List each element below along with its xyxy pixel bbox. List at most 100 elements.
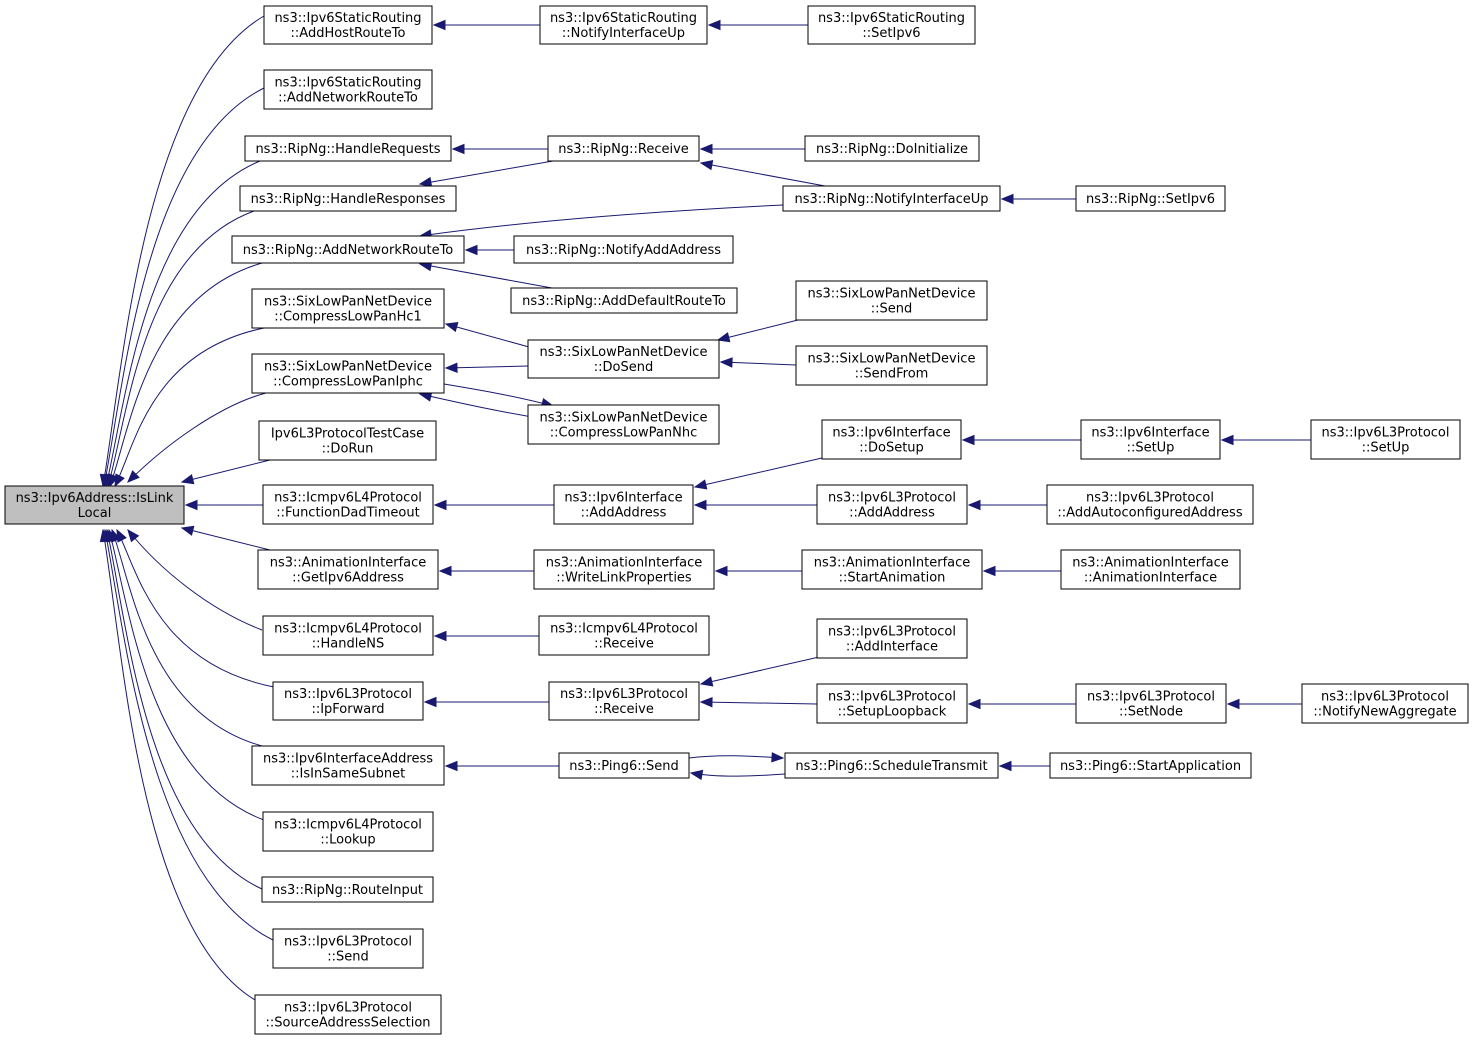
edge-ping_send-to-ping_sched-arrowhead	[771, 752, 785, 763]
node-icmp-recv[interactable]: ns3::Icmpv6L4Protocol::Receive	[538, 615, 710, 656]
node-slp-send[interactable]: ns3::SixLowPanNetDevice::Send	[795, 280, 988, 321]
edge-sr_setipv6-to-sr_notifyup-arrowhead	[707, 19, 721, 31]
node-l3-recv[interactable]: ns3::Ipv6L3Protocol::Receive	[548, 681, 700, 721]
node-label: ::HandleNS	[312, 637, 385, 652]
node-anim-getip[interactable]: ns3::AnimationInterface::GetIpv6Address	[257, 549, 439, 590]
node-label: ns3::Ping6::ScheduleTransmit	[795, 759, 987, 774]
edge-slp_iphc-to-root	[127, 392, 267, 483]
node-rip-adddef[interactable]: ns3::RipNg::AddDefaultRouteTo	[510, 287, 738, 314]
node-rip-notifyadd[interactable]: ns3::RipNg::NotifyAddAddress	[513, 235, 734, 264]
edge-l3_setnode-to-l3_setuplb-arrowhead	[967, 698, 981, 710]
edge-anim_getip-to-root	[181, 527, 271, 551]
node-slp-nhc[interactable]: ns3::SixLowPanNetDevice::CompressLowPanN…	[527, 404, 720, 445]
node-l3-srcsel[interactable]: ns3::Ipv6L3Protocol::SourceAddressSelect…	[254, 994, 442, 1035]
node-l3test[interactable]: Ipv6L3ProtocolTestCase::DoRun	[258, 420, 437, 461]
node-slp-sendfrom[interactable]: ns3::SixLowPanNetDevice::SendFrom	[795, 345, 988, 386]
node-box	[795, 280, 988, 321]
edge-rip_recv-to-rip_hresp	[419, 160, 554, 185]
node-l3-send[interactable]: ns3::Ipv6L3Protocol::Send	[272, 928, 424, 969]
node-ifaddr-same[interactable]: ns3::Ipv6InterfaceAddress::IsInSameSubne…	[251, 745, 445, 786]
edge-slp_dosend-to-slp_hc1	[445, 323, 530, 348]
node-label: ::SendFrom	[855, 367, 929, 382]
node-if-setup[interactable]: ns3::Ipv6Interface::SetUp	[1080, 419, 1221, 460]
node-label: ::StartAnimation	[839, 571, 946, 586]
node-label: ns3::SixLowPanNetDevice	[540, 411, 708, 426]
node-box	[239, 185, 457, 212]
edge-if_dosetup-to-if_addaddr-arrowhead	[693, 479, 708, 490]
node-l3-setnode[interactable]: ns3::Ipv6L3Protocol::SetNode	[1075, 683, 1227, 724]
node-l3-addauto[interactable]: ns3::Ipv6L3Protocol::AddAutoconfiguredAd…	[1046, 484, 1254, 525]
node-rip-hreq[interactable]: ns3::RipNg::HandleRequests	[244, 135, 452, 162]
edge-ping_sched-to-ping_send	[690, 772, 786, 777]
node-box	[553, 484, 694, 525]
node-label: ::CompressLowPanIphc	[273, 375, 423, 390]
node-icmp-lookup[interactable]: ns3::Icmpv6L4Protocol::Lookup	[262, 811, 434, 852]
node-anim-wlp[interactable]: ns3::AnimationInterface::WriteLinkProper…	[533, 549, 715, 590]
node-label: ns3::Ipv6Interface	[1091, 426, 1209, 441]
node-ping-startapp[interactable]: ns3::Ping6::StartApplication	[1049, 752, 1252, 779]
node-l3-addif[interactable]: ns3::Ipv6L3Protocol::AddInterface	[816, 618, 968, 659]
node-label: ::NotifyInterfaceUp	[562, 26, 685, 41]
node-rip-rinput[interactable]: ns3::RipNg::RouteInput	[261, 876, 434, 903]
node-label: ::AnimationInterface	[1084, 571, 1217, 586]
node-box	[254, 994, 442, 1035]
node-slp-iphc[interactable]: ns3::SixLowPanNetDevice::CompressLowPanI…	[251, 353, 445, 394]
node-box	[1049, 752, 1252, 779]
node-box	[795, 345, 988, 386]
node-icmp-fdad[interactable]: ns3::Icmpv6L4Protocol::FunctionDadTimeou…	[262, 484, 434, 525]
node-box	[261, 876, 434, 903]
edge-slp_sendfrom-to-slp_dosend	[720, 361, 797, 366]
node-l3-addaddr[interactable]: ns3::Ipv6L3Protocol::AddAddress	[816, 484, 968, 525]
node-if-addaddr[interactable]: ns3::Ipv6Interface::AddAddress	[553, 484, 694, 525]
node-l3-ipfwd[interactable]: ns3::Ipv6L3Protocol::IpForward	[272, 681, 424, 721]
node-label: ns3::Ipv6StaticRouting	[818, 11, 965, 26]
edge-icmp_hns-to-root-arrowhead	[127, 528, 140, 543]
edge-rip_adddef-to-rip_addnet	[419, 263, 553, 289]
node-l3-setup[interactable]: ns3::Ipv6L3Protocol::SetUp	[1310, 419, 1461, 460]
node-label: ns3::Ipv6L3Protocol	[828, 491, 956, 506]
node-sr-addnet[interactable]: ns3::Ipv6StaticRouting::AddNetworkRouteT…	[263, 69, 433, 110]
node-label: ::AddAddress	[581, 506, 667, 521]
node-sr-addhost[interactable]: ns3::Ipv6StaticRouting::AddHostRouteTo	[263, 5, 433, 45]
node-ping-sched[interactable]: ns3::Ping6::ScheduleTransmit	[784, 752, 999, 779]
node-label: ::WriteLinkProperties	[556, 571, 692, 586]
node-rip-recv[interactable]: ns3::RipNg::Receive	[547, 135, 700, 162]
node-label: ::SourceAddressSelection	[265, 1016, 430, 1031]
node-if-dosetup[interactable]: ns3::Ipv6Interface::DoSetup	[821, 419, 962, 460]
node-rip-doinit[interactable]: ns3::RipNg::DoInitialize	[804, 135, 980, 162]
edge-rip_setipv6-to-rip_notifyup-arrowhead	[1000, 193, 1014, 205]
edge-l3_addif-to-l3_recv-arrowhead	[699, 676, 714, 687]
node-sr-notifyup[interactable]: ns3::Ipv6StaticRouting::NotifyInterfaceU…	[539, 5, 708, 45]
node-rip-addnet[interactable]: ns3::RipNg::AddNetworkRouteTo	[231, 235, 465, 264]
node-anim-ctor[interactable]: ns3::AnimationInterface::AnimationInterf…	[1060, 549, 1241, 590]
node-slp-dosend[interactable]: ns3::SixLowPanNetDevice::DoSend	[527, 339, 720, 379]
node-sr-setipv6[interactable]: ns3::Ipv6StaticRouting::SetIpv6	[807, 5, 976, 45]
node-label: ns3::RipNg::NotifyInterfaceUp	[794, 192, 988, 207]
node-slp-hc1[interactable]: ns3::SixLowPanNetDevice::CompressLowPanH…	[251, 288, 445, 329]
node-box	[821, 419, 962, 460]
edge-rip_notifyup-to-rip_recv	[700, 162, 826, 187]
node-label: ::DoSetup	[859, 441, 924, 456]
node-l3-setuplb[interactable]: ns3::Ipv6L3Protocol::SetupLoopback	[816, 683, 968, 724]
node-box	[251, 288, 445, 329]
node-l3-notifyagg[interactable]: ns3::Ipv6L3Protocol::NotifyNewAggregate	[1301, 683, 1469, 724]
node-icmp-hns[interactable]: ns3::Icmpv6L4Protocol::HandleNS	[262, 615, 434, 656]
edge-rip_addnet-to-root	[109, 262, 263, 487]
edge-slp_iphc-to-root-arrowhead	[127, 470, 140, 483]
node-ping-send[interactable]: ns3::Ping6::Send	[558, 752, 690, 779]
node-label: ns3::RipNg::Receive	[558, 142, 689, 157]
node-box	[816, 683, 968, 724]
edge-l3_notifyagg-to-l3_setnode-arrowhead	[1226, 698, 1240, 710]
node-rip-notifyup[interactable]: ns3::RipNg::NotifyInterfaceUp	[782, 185, 1001, 212]
node-box	[1075, 185, 1226, 212]
node-rip-setipv6[interactable]: ns3::RipNg::SetIpv6	[1075, 185, 1226, 212]
edge-if_addaddr-to-icmp_fdad-arrowhead	[433, 499, 447, 511]
node-label: ::AddHostRouteTo	[291, 26, 406, 41]
node-anim-start[interactable]: ns3::AnimationInterface::StartAnimation	[801, 549, 983, 590]
node-rip-hresp[interactable]: ns3::RipNg::HandleResponses	[239, 185, 457, 212]
node-label: ns3::Ipv6StaticRouting	[274, 11, 421, 26]
node-label: ::Lookup	[320, 833, 375, 848]
edge-slp_sendfrom-to-slp_dosend-arrowhead	[719, 357, 733, 368]
